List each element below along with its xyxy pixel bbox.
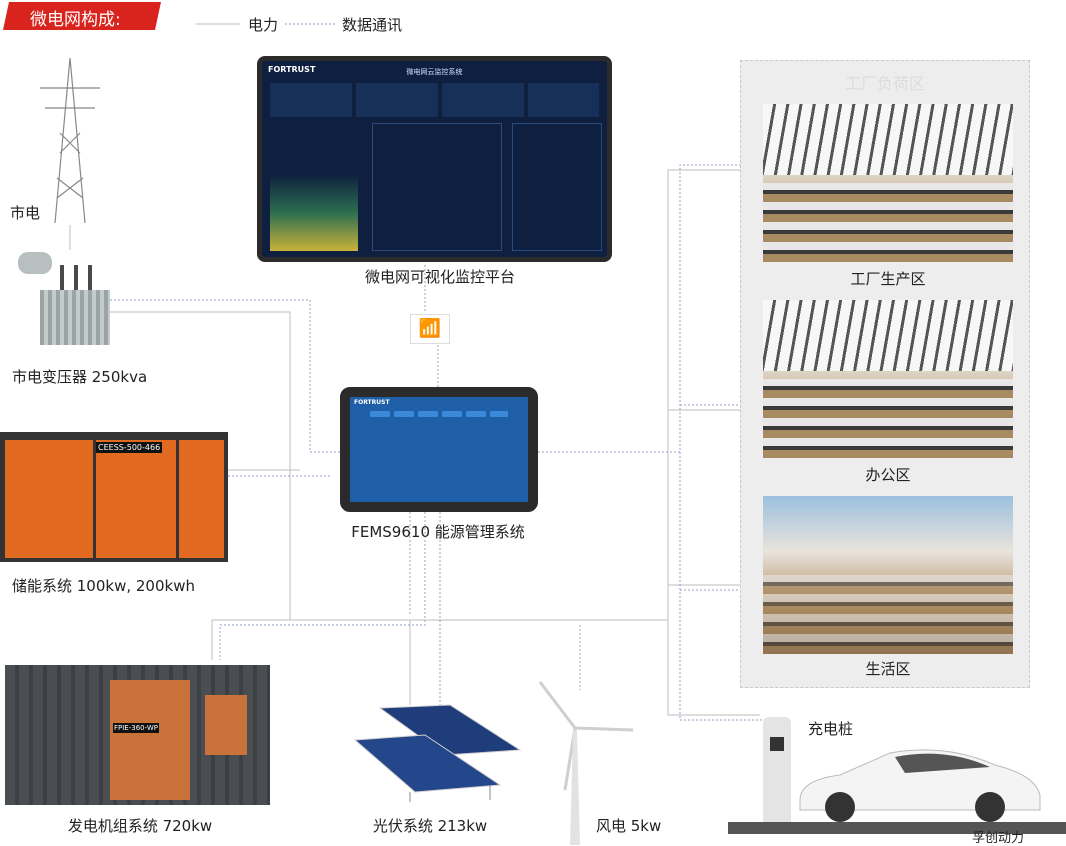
brand-logo: FORTRUST bbox=[268, 65, 316, 74]
factory-area-label: 工厂生产区 bbox=[850, 270, 926, 288]
curve-panel bbox=[512, 123, 602, 251]
status-panels bbox=[270, 83, 599, 117]
electric-car-icon bbox=[799, 749, 1041, 822]
generator-model: FPIE-360-WP bbox=[113, 723, 160, 733]
solar-panel-icon bbox=[353, 704, 522, 802]
brand-label: 孚创动力 bbox=[972, 831, 1025, 846]
wind-label: 风电 5kw bbox=[596, 817, 662, 835]
fems-tabs bbox=[370, 411, 508, 417]
monitoring-platform-screen: FORTRUST 微电网云监控系统 bbox=[257, 56, 612, 262]
grid-label: 市电 bbox=[10, 204, 41, 222]
fems-tablet: FORTRUST bbox=[340, 387, 538, 512]
charger-label: 充电桩 bbox=[808, 720, 854, 738]
trend-charts bbox=[270, 123, 358, 251]
storage-label: 储能系统 100kw, 200kwh bbox=[12, 577, 195, 595]
power-tower-icon bbox=[40, 58, 100, 224]
factory-production-photo bbox=[763, 104, 1013, 262]
energy-storage-icon: CEESS-500-466 bbox=[0, 432, 228, 562]
ground bbox=[728, 822, 1066, 834]
fems-label: FEMS9610 能源管理系统 bbox=[351, 523, 525, 541]
legend-power-label: 电力 bbox=[248, 16, 279, 34]
power-lines bbox=[69, 23, 760, 716]
screen-title: 微电网云监控系统 bbox=[406, 68, 463, 76]
living-area-photo bbox=[763, 496, 1013, 654]
charging-station-icon bbox=[763, 717, 791, 822]
office-area-label: 办公区 bbox=[865, 466, 911, 484]
legend-data-label: 数据通讯 bbox=[342, 16, 403, 34]
load-area-title: 工厂负荷区 bbox=[844, 74, 926, 93]
generator-label: 发电机组系统 720kw bbox=[67, 817, 213, 835]
topology-panel bbox=[372, 123, 502, 251]
wireless-antenna-icon: 📶 bbox=[410, 314, 450, 344]
fems-brand-logo: FORTRUST bbox=[354, 399, 390, 406]
living-area-label: 生活区 bbox=[865, 660, 911, 678]
wind-turbine-icon bbox=[538, 681, 634, 845]
solar-label: 光伏系统 213kw bbox=[372, 817, 488, 835]
monitor-label: 微电网可视化监控平台 bbox=[364, 268, 516, 286]
data-lines bbox=[110, 23, 770, 721]
storage-model: CEESS-500-466 bbox=[96, 442, 163, 453]
transformer-icon bbox=[40, 290, 110, 345]
generator-icon: FPIE-360-WP bbox=[5, 665, 270, 805]
transformer-bushings bbox=[60, 265, 100, 290]
transformer-tank bbox=[18, 252, 52, 274]
transformer-label: 市电变压器 250kva bbox=[12, 368, 148, 386]
office-photo bbox=[763, 300, 1013, 458]
diagram-title: 微电网构成: bbox=[30, 10, 121, 30]
